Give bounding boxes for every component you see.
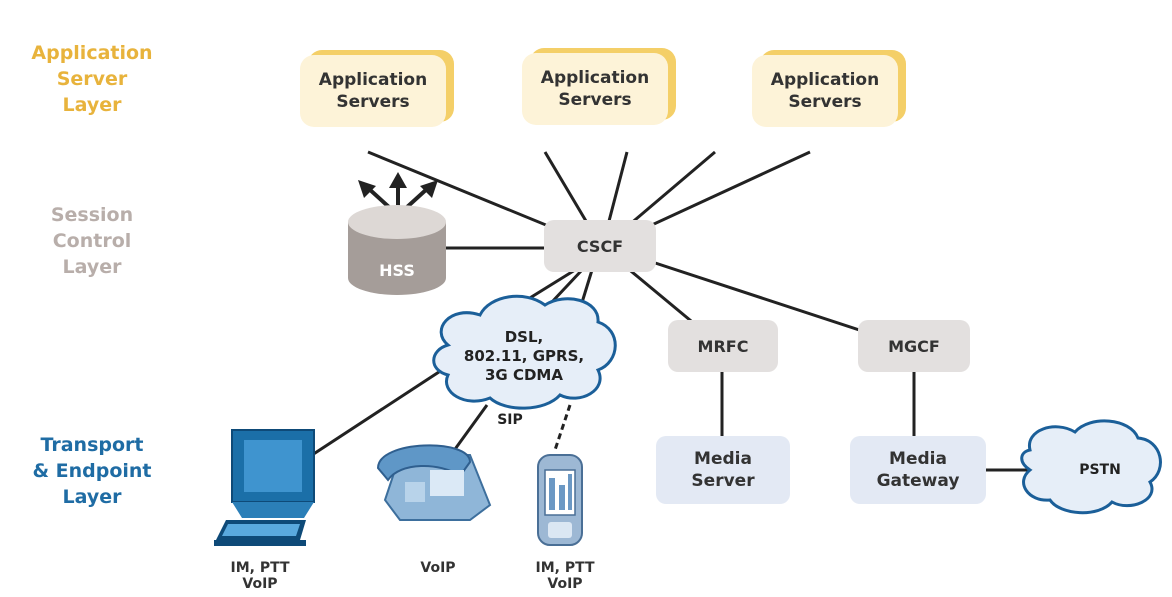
access-network-cloud <box>432 294 617 410</box>
mobile-caption: IM, PTT VoIP <box>535 560 595 592</box>
pstn-cloud <box>1020 419 1162 515</box>
cscf-node: CSCF <box>544 220 656 272</box>
hss-cylinder <box>348 205 446 295</box>
desk-phone-icon <box>376 444 492 521</box>
phone-caption: VoIP <box>420 560 456 576</box>
mrfc-node: MRFC <box>668 320 778 372</box>
sip-label: SIP <box>497 412 523 428</box>
transport-endpoint-layer-label: Transport & Endpoint Layer <box>32 434 152 508</box>
mgcf-node: MGCF <box>858 320 970 372</box>
application-servers-box-2: Application Servers <box>522 53 668 125</box>
media-gateway-node: Media Gateway <box>850 436 986 504</box>
computer-icon <box>214 429 315 546</box>
mobile-phone-icon <box>537 454 583 546</box>
computer-caption: IM, PTT VoIP <box>230 560 290 592</box>
session-control-layer-label: Session Control Layer <box>50 204 134 278</box>
hss-arrows <box>358 172 438 210</box>
application-servers-box-3: Application Servers <box>752 55 898 127</box>
pstn-label: PSTN <box>1079 462 1121 478</box>
application-server-layer-label: Application Server Layer <box>31 42 153 116</box>
access-network-label: DSL, 802.11, GPRS, 3G CDMA <box>463 327 585 384</box>
media-server-node: Media Server <box>656 436 790 504</box>
application-servers-box-1: Application Servers <box>300 55 446 127</box>
hss-label: HSS <box>379 260 415 280</box>
